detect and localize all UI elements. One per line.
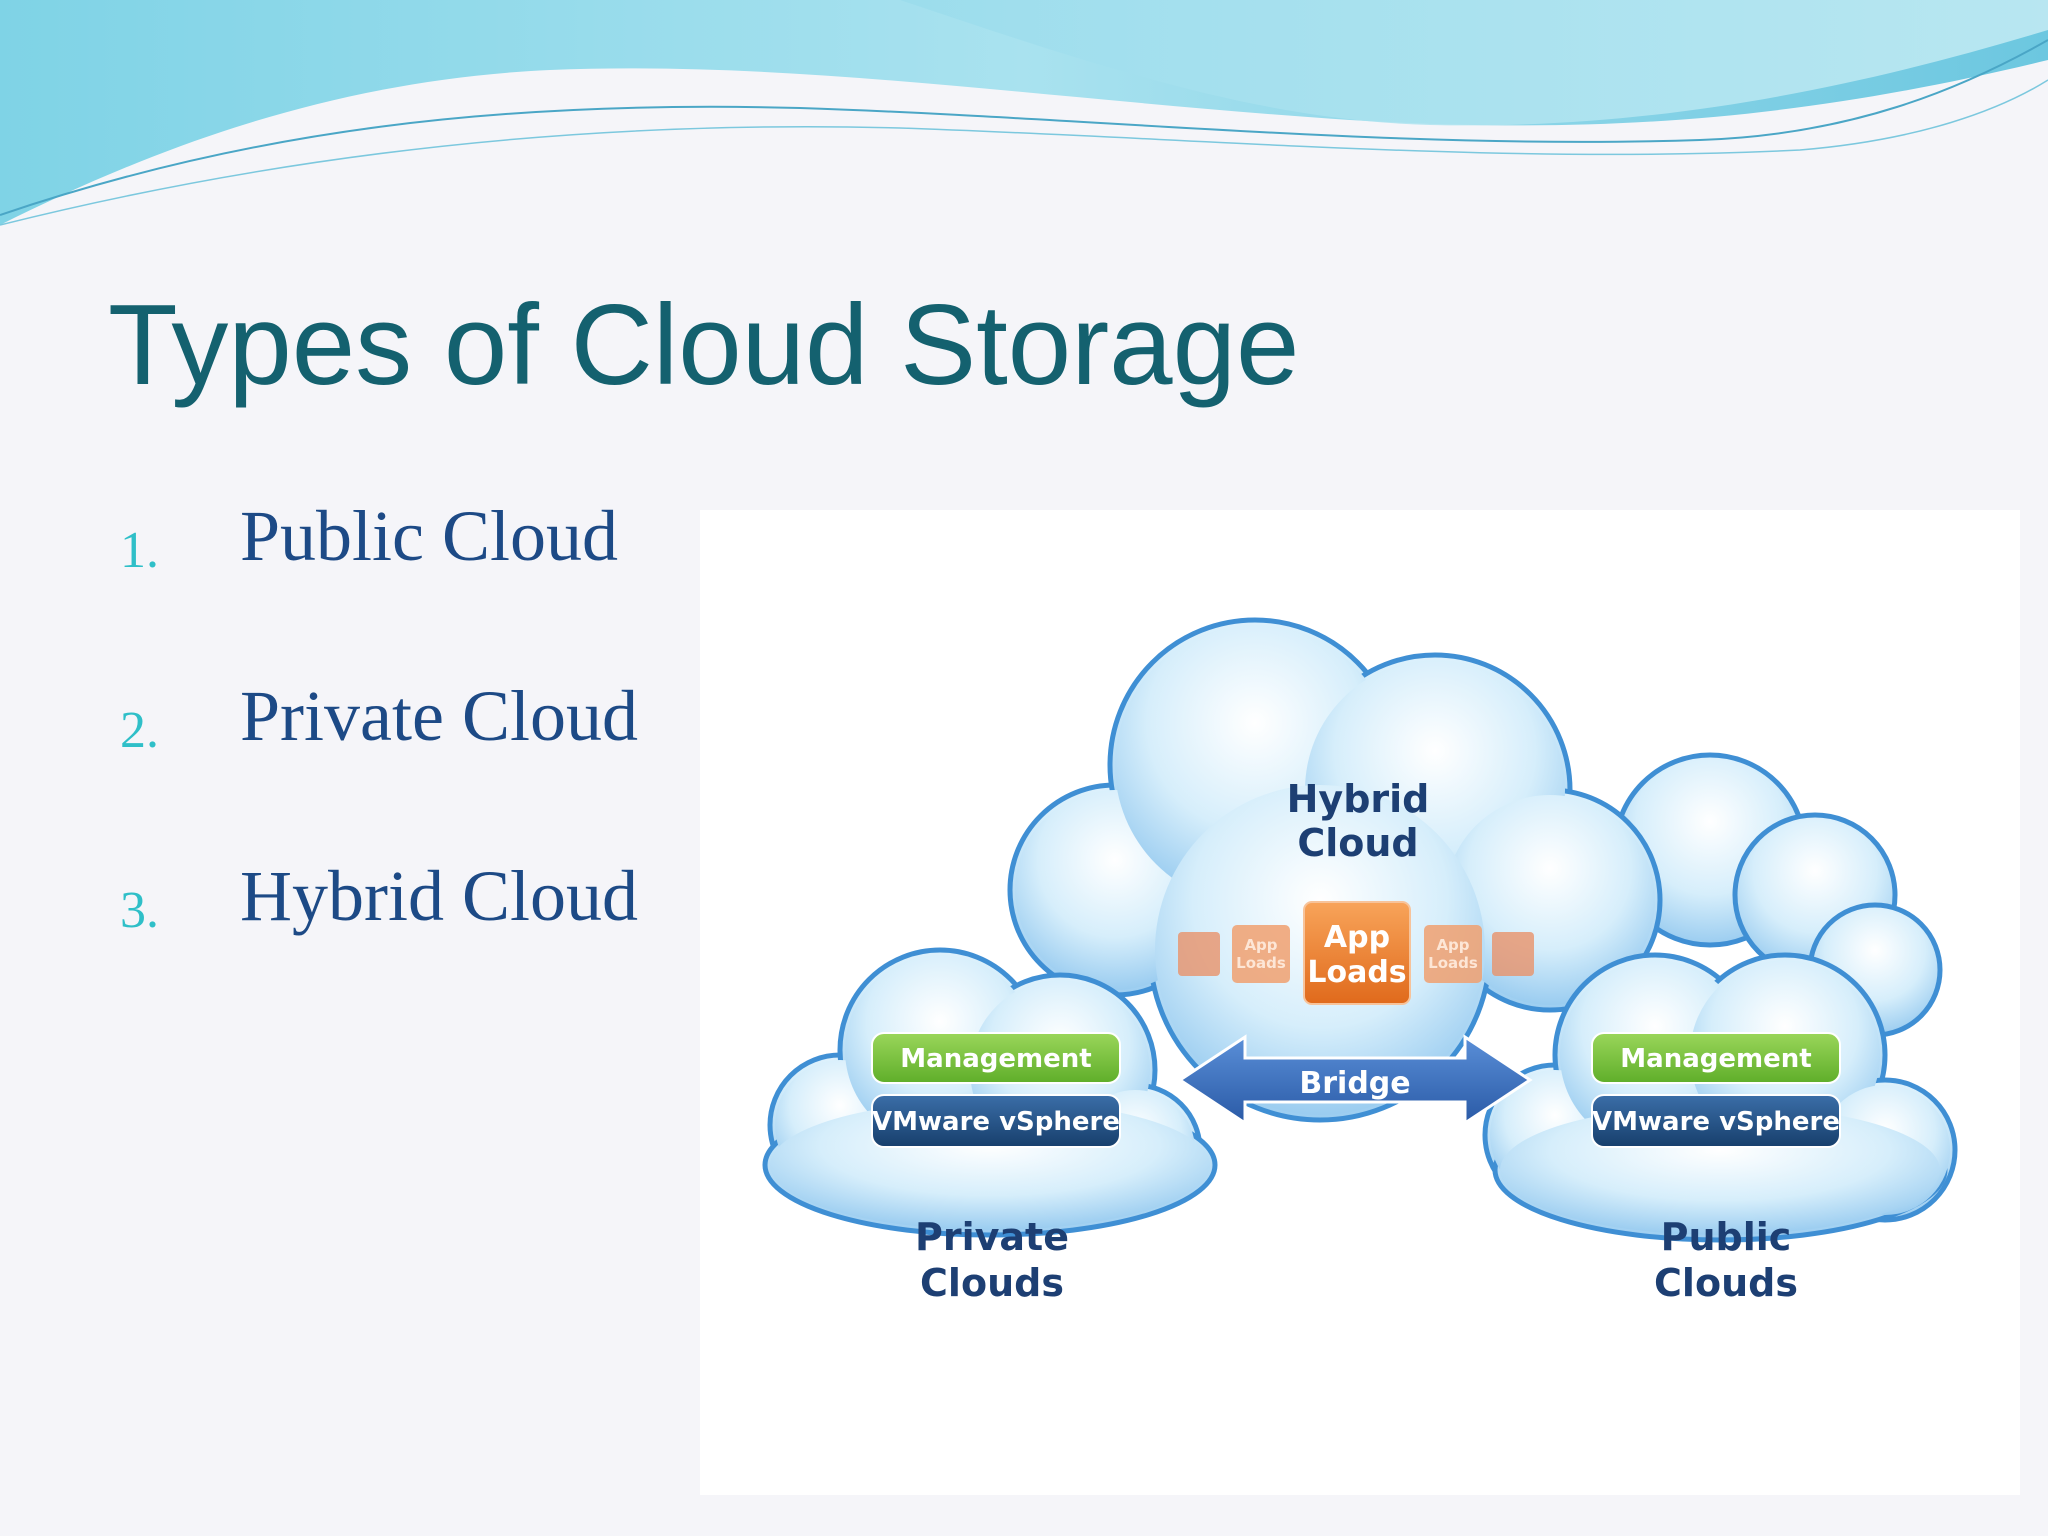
hybrid-cloud-diagram: Hybrid Cloud App Loads App Loads App Loa… (700, 510, 2020, 1495)
app-loads-main-box (1303, 901, 1411, 1005)
bridge-label: Bridge (1299, 1066, 1410, 1101)
list-item: 2. Private Cloud (120, 675, 638, 855)
hybrid-cloud-title-line2: Cloud (1297, 821, 1418, 865)
list-number: 3. (120, 882, 159, 939)
private-vsphere-label: VMware vSphere (872, 1107, 1120, 1137)
list-item: 3. Hybrid Cloud (120, 855, 638, 1035)
public-management-label: Management (1620, 1044, 1811, 1074)
private-clouds-label-line2: Clouds (920, 1261, 1064, 1305)
app-loads-small-right-line2: Loads (1428, 954, 1478, 972)
bridge-arrow (1177, 1034, 1533, 1126)
app-loads-small-left (1232, 925, 1290, 983)
app-loads-small-right (1424, 925, 1482, 983)
private-management-label: Management (900, 1044, 1091, 1074)
slide-title: Types of Cloud Storage (108, 282, 1300, 409)
list-number: 2. (120, 702, 159, 759)
private-vsphere-bar (871, 1094, 1121, 1148)
list-item-label: Hybrid Cloud (240, 856, 639, 936)
app-loads-small-right-line1: App (1436, 936, 1469, 954)
public-management-bar (1591, 1032, 1841, 1084)
public-vsphere-bar (1591, 1094, 1841, 1148)
app-loads-stub-left (1178, 932, 1220, 976)
public-cloud-back (1612, 752, 1943, 1038)
list-item: 1. Public Cloud (120, 495, 638, 675)
app-loads-small-left-line2: Loads (1236, 954, 1286, 972)
private-clouds-label-line1: Private (915, 1215, 1069, 1259)
app-loads-small-left-line1: App (1244, 936, 1277, 954)
header-wave-banner (0, 0, 2048, 226)
list-item-label: Public Cloud (240, 496, 619, 576)
public-clouds-label-line1: Public (1661, 1215, 1792, 1259)
hybrid-cloud-title-line1: Hybrid (1287, 777, 1430, 821)
private-management-bar (871, 1032, 1121, 1084)
app-loads-stub-right (1492, 932, 1534, 976)
list-item-label: Private Cloud (240, 676, 638, 756)
list-number: 1. (120, 522, 159, 579)
cloud-types-list: 1. Public Cloud 2. Private Cloud 3. Hybr… (120, 495, 638, 1035)
public-vsphere-label: VMware vSphere (1592, 1107, 1840, 1137)
app-loads-main-line2: Loads (1307, 955, 1406, 990)
public-clouds-label-line2: Clouds (1654, 1261, 1798, 1305)
app-loads-main-line1: App (1324, 920, 1390, 955)
